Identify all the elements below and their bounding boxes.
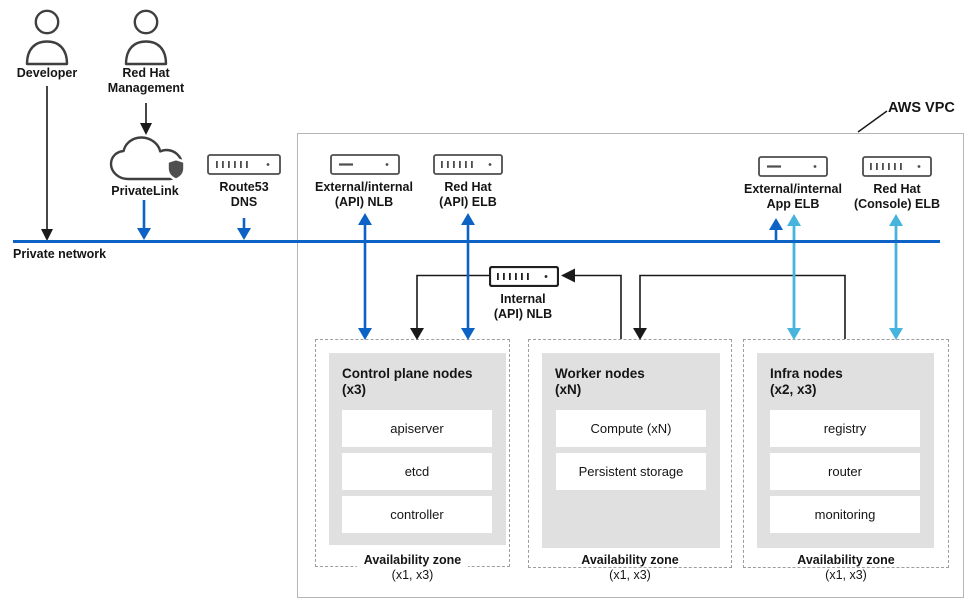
infra-item-registry: registry bbox=[770, 410, 920, 447]
privatelink-to-network-arrow bbox=[137, 200, 151, 240]
management-arrow bbox=[140, 103, 152, 135]
cloud-lock-icon bbox=[106, 134, 194, 191]
infra-item-router: router bbox=[770, 453, 920, 490]
control-plane-title: Control plane nodes (x3) bbox=[342, 366, 473, 398]
infra-availability-zone: Infra nodes (x2, x3) registry router mon… bbox=[743, 339, 949, 582]
developer-label: Developer bbox=[16, 66, 78, 80]
api-nlb-icon bbox=[330, 154, 400, 180]
aws-vpc-label: AWS VPC bbox=[888, 100, 955, 116]
app-elb-label: External/internal App ELB bbox=[744, 182, 842, 212]
route53-label: Route53 DNS bbox=[219, 180, 269, 210]
api-elb-label: Red Hat (API) ELB bbox=[439, 180, 497, 210]
control-plane-item-etcd: etcd bbox=[342, 453, 492, 490]
control-plane-item-controller: controller bbox=[342, 496, 492, 533]
app-elb-icon bbox=[758, 156, 828, 182]
infra-item-monitoring: monitoring bbox=[770, 496, 920, 533]
control-plane-az-count: (x1, x3) bbox=[391, 568, 434, 582]
infra-az-count: (x1, x3) bbox=[825, 568, 867, 582]
infra-title: Infra nodes (x2, x3) bbox=[770, 366, 843, 398]
worker-item-persistent-storage: Persistent storage bbox=[556, 453, 706, 490]
api-nlb-label: External/internal (API) NLB bbox=[315, 180, 413, 210]
api-elb-icon bbox=[433, 154, 503, 180]
management-label: Red Hat Management bbox=[107, 66, 185, 96]
infra-az-label: Availability zone bbox=[744, 551, 948, 569]
management-person-icon bbox=[121, 8, 171, 71]
console-elb-label: Red Hat (Console) ELB bbox=[853, 182, 941, 212]
worker-az-label: Availability zone bbox=[529, 551, 731, 569]
internal-nlb-icon bbox=[488, 265, 560, 292]
control-plane-az-label: Availability zone bbox=[316, 551, 509, 569]
vpc-callout-line bbox=[857, 110, 888, 133]
worker-availability-zone: Worker nodes (xN) Compute (xN) Persisten… bbox=[528, 339, 732, 582]
control-plane-availability-zone: Control plane nodes (x3) apiserver etcd … bbox=[315, 339, 510, 582]
worker-title: Worker nodes (xN) bbox=[555, 366, 645, 398]
route53-to-network-arrow bbox=[237, 218, 251, 240]
worker-az-count: (x1, x3) bbox=[609, 568, 651, 582]
developer-arrow bbox=[41, 86, 53, 241]
private-network-label: Private network bbox=[13, 247, 107, 261]
developer-person-icon bbox=[22, 8, 72, 71]
control-plane-item-apiserver: apiserver bbox=[342, 410, 492, 447]
internal-nlb-label: Internal (API) NLB bbox=[493, 292, 553, 322]
route53-dns-icon bbox=[207, 154, 281, 180]
console-elb-icon bbox=[862, 156, 932, 182]
worker-item-compute: Compute (xN) bbox=[556, 410, 706, 447]
worker-panel bbox=[542, 353, 720, 548]
privatelink-label: PrivateLink bbox=[111, 184, 179, 198]
